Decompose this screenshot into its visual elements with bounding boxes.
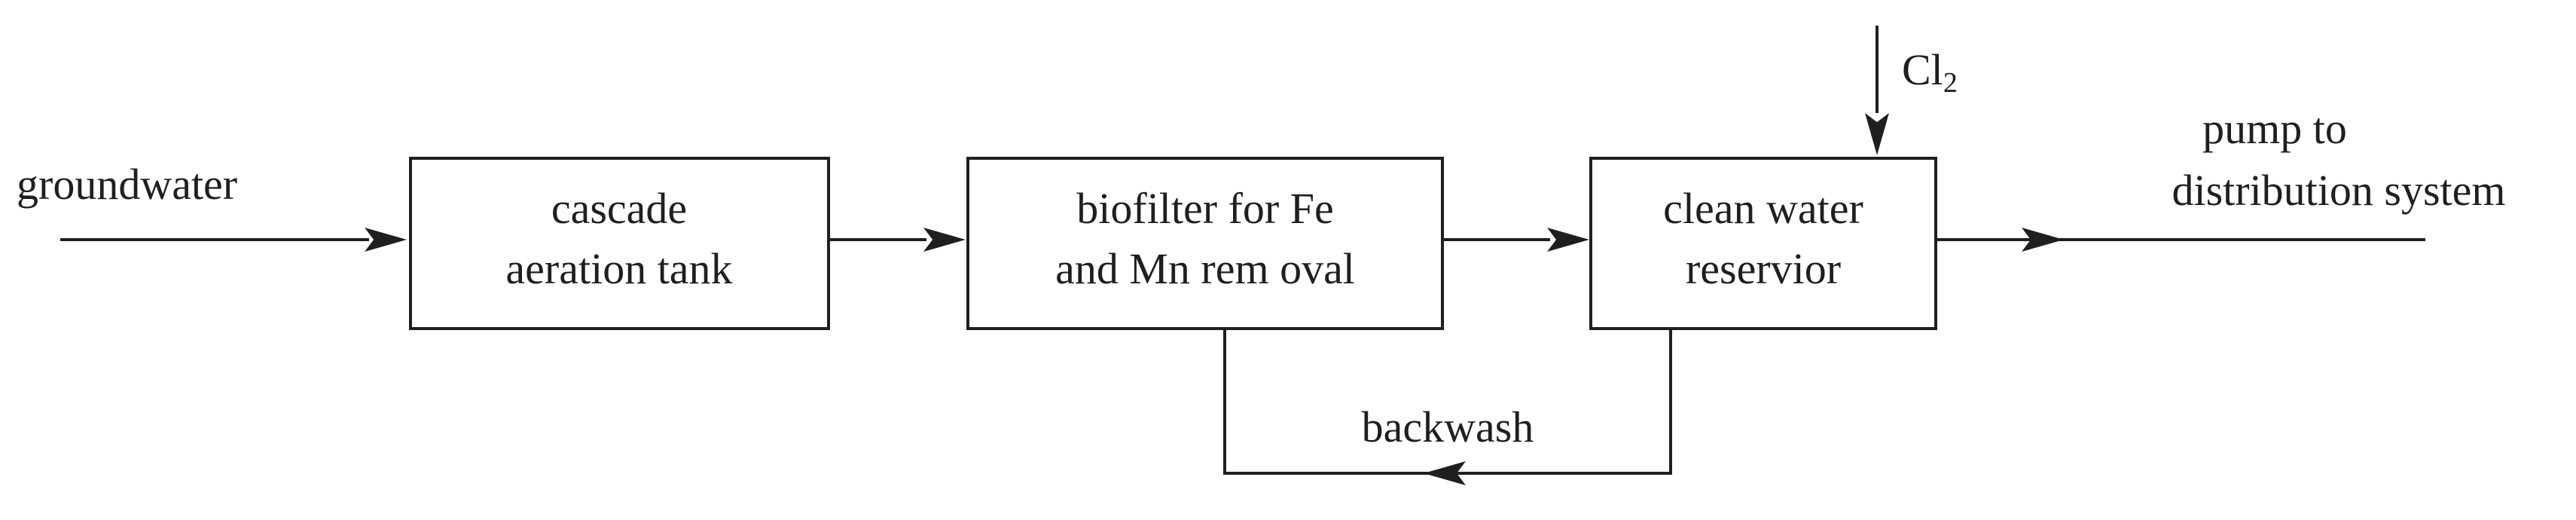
node-reservoir-line1: clean water (1663, 184, 1863, 233)
input-label-chlorine: Cl2 (1902, 45, 1958, 99)
node-box-reservoir (1589, 157, 1937, 330)
chlorine-symbol: Cl (1902, 45, 1943, 94)
node-biofilter-line1: biofilter for Fe (1076, 184, 1333, 233)
node-reservoir-line2: reservior (1686, 244, 1841, 293)
chlorine-subscript: 2 (1943, 67, 1958, 99)
output-label-line2: distribution system (2172, 166, 2505, 215)
flow-line-backwash-loop (1223, 329, 1672, 475)
arrowhead-into-reservoir (1547, 228, 1589, 252)
output-label-line1: pump to (2202, 104, 2347, 153)
arrowhead-to-distribution (2022, 228, 2064, 252)
arrowhead-chlorine-into-reservoir (1865, 113, 1889, 155)
node-box-biofilter (966, 157, 1444, 330)
arrowhead-into-aeration (365, 228, 407, 252)
node-aeration-line1: cascade (551, 184, 687, 233)
loop-label-backwash: backwash (1362, 402, 1534, 451)
node-biofilter-line2: and Mn rem oval (1055, 244, 1355, 293)
input-label-groundwater: groundwater (17, 160, 237, 209)
node-aeration-line2: aeration tank (505, 244, 732, 293)
arrowhead-backwash (1424, 461, 1466, 485)
node-box-aeration (409, 157, 830, 330)
arrowhead-into-biofilter (923, 228, 966, 252)
